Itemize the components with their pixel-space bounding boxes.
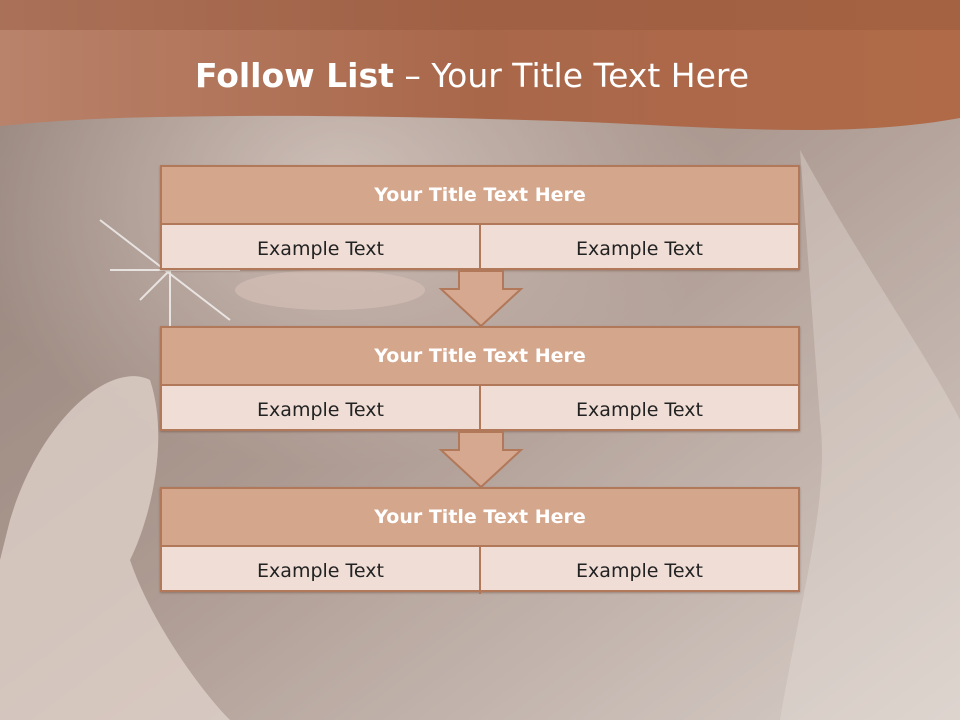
block-cell-right: Example Text: [576, 398, 703, 421]
down-arrow-2-icon: [438, 431, 524, 489]
block-cell-right: Example Text: [576, 237, 703, 260]
slide-title-bold: Follow List: [194, 56, 394, 95]
block-title: Your Title Text Here: [162, 167, 798, 225]
block-cell-left: Example Text: [162, 386, 481, 433]
block-title: Your Title Text Here: [162, 489, 798, 547]
block-cell-left: Example Text: [162, 547, 481, 594]
down-arrow-1-icon: [438, 270, 524, 328]
follow-block-3: Your Title Text Here Example Text Exampl…: [160, 487, 800, 594]
slide-title: Follow List – Your Title Text Here: [0, 54, 944, 98]
block-title: Your Title Text Here: [162, 328, 798, 386]
block-cell-left: Example Text: [162, 225, 481, 272]
slide-title-rest: – Your Title Text Here: [393, 56, 750, 95]
follow-block-1: Your Title Text Here Example Text Exampl…: [160, 165, 800, 272]
block-cell-right: Example Text: [576, 559, 703, 582]
follow-block-2: Your Title Text Here Example Text Exampl…: [160, 326, 800, 433]
